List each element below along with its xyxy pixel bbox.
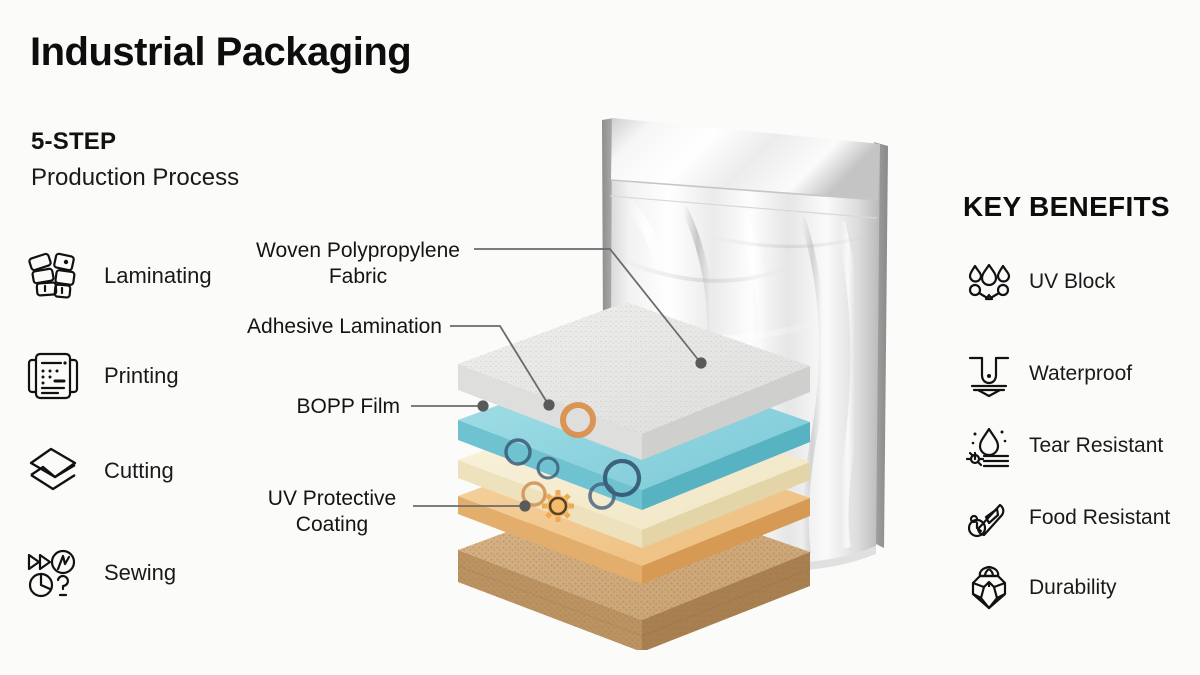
sewing-symbols-icon (22, 542, 84, 604)
callout-line-2: Fabric (328, 264, 388, 288)
callout-woven-polypropylene-fabric: Woven Polypropylene Fabric (248, 238, 468, 289)
step-item-printing[interactable]: Printing (22, 345, 179, 407)
benefit-label: UV Block (1029, 270, 1116, 293)
callout-line-1: Woven Polypropylene (256, 239, 460, 262)
benefit-label: Waterproof (1029, 362, 1133, 385)
callout-line-2: Coating (295, 512, 369, 536)
benefit-item-durability[interactable]: Durability (963, 562, 1117, 614)
benefits-title: KEY BENEFITS (963, 191, 1170, 222)
accent-rings (504, 402, 642, 522)
printed-documents-icon (22, 345, 84, 407)
benefit-item-food-resistant[interactable]: Food Resistant (963, 492, 1170, 544)
gem-icon (963, 562, 1015, 614)
callout-adhesive-lamination: Adhesive Lamination (180, 314, 442, 340)
step-label: Sewing (104, 560, 177, 585)
step-item-sewing[interactable]: Sewing (22, 542, 176, 604)
step-item-cutting[interactable]: Cutting (22, 440, 174, 502)
step-label: Laminating (104, 263, 212, 288)
callout-line-1: BOPP Film (296, 395, 400, 418)
droplet-cluster-icon (963, 256, 1015, 308)
benefit-label: Durability (1029, 576, 1117, 599)
stacked-swatches-icon (22, 245, 84, 307)
layers-cut-icon (22, 440, 84, 502)
material-layer-stack (430, 300, 850, 655)
page-title: Industrial Packaging (30, 30, 412, 74)
process-kicker: 5-STEP (31, 128, 117, 155)
benefit-item-tear-resistant[interactable]: Tear Resistant (963, 420, 1163, 472)
step-label: Printing (104, 363, 179, 388)
callout-uv-protective-coating: UV Protective Coating (258, 486, 406, 537)
benefit-label: Tear Resistant (1029, 434, 1164, 457)
callout-line-1: Adhesive Lamination (247, 315, 442, 338)
process-subtitle: Production Process (31, 164, 240, 191)
benefit-label: Food Resistant (1029, 506, 1171, 529)
water-barrier-icon (963, 348, 1015, 400)
benefit-item-waterproof[interactable]: Waterproof (963, 348, 1132, 400)
layer-bopp (458, 302, 810, 460)
callout-bopp-film: BOPP Film (200, 394, 400, 420)
callout-line-1: UV Protective (267, 487, 397, 510)
benefit-item-uv-block[interactable]: UV Block (963, 256, 1115, 308)
thermometer-icon (963, 492, 1015, 544)
step-item-laminating[interactable]: Laminating (22, 245, 212, 307)
droplet-layers-icon (963, 420, 1015, 472)
step-label: Cutting (104, 458, 174, 483)
